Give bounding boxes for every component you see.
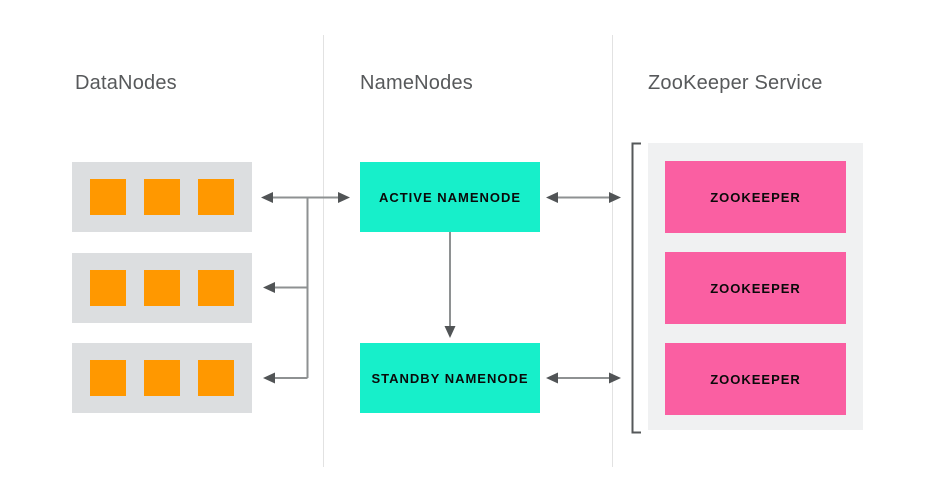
datanode-block [90, 270, 126, 306]
arrow-active-to-standby [444, 232, 456, 338]
arrow-active-zookeeper [546, 192, 621, 203]
column-divider-right [612, 35, 613, 467]
datanode-rack-2 [72, 253, 252, 323]
datanode-block [198, 179, 234, 215]
datanode-rack-1 [72, 162, 252, 232]
zookeeper-node-label: ZOOKEEPER [710, 280, 801, 296]
zookeeper-node-box: ZOOKEEPER [665, 252, 846, 324]
datanode-block [198, 270, 234, 306]
arrow-trunk-datanode-rack2 [263, 282, 308, 293]
datanode-block [198, 360, 234, 396]
zookeeper-node-label: ZOOKEEPER [710, 189, 801, 205]
datanode-block [144, 179, 180, 215]
arrow-standby-zookeeper [546, 372, 621, 384]
arrow-trunk-datanode-rack3 [263, 372, 308, 384]
active-namenode-box: ACTIVE NAMENODE [360, 162, 540, 232]
zookeeper-node-box: ZOOKEEPER [665, 343, 846, 415]
zookeeper-node-box: ZOOKEEPER [665, 161, 846, 233]
standby-namenode-box: STANDBY NAMENODE [360, 343, 540, 413]
column-divider-left [323, 35, 324, 467]
datanode-block [90, 179, 126, 215]
datanode-block [144, 360, 180, 396]
zookeeper-node-label: ZOOKEEPER [710, 371, 801, 387]
datanode-rack-3 [72, 343, 252, 413]
namenodes-header: NameNodes [360, 72, 473, 94]
arrow-datanodes-active-namenode [261, 192, 350, 203]
datanodes-header: DataNodes [75, 72, 177, 94]
zookeeper-header: ZooKeeper Service [648, 72, 823, 94]
standby-namenode-label: STANDBY NAMENODE [371, 370, 529, 386]
zookeeper-group-bracket [631, 142, 641, 434]
zookeeper-ensemble-container: ZOOKEEPER ZOOKEEPER ZOOKEEPER [648, 143, 863, 430]
datanode-block [144, 270, 180, 306]
datanode-block [90, 360, 126, 396]
active-namenode-label: ACTIVE NAMENODE [378, 189, 522, 205]
